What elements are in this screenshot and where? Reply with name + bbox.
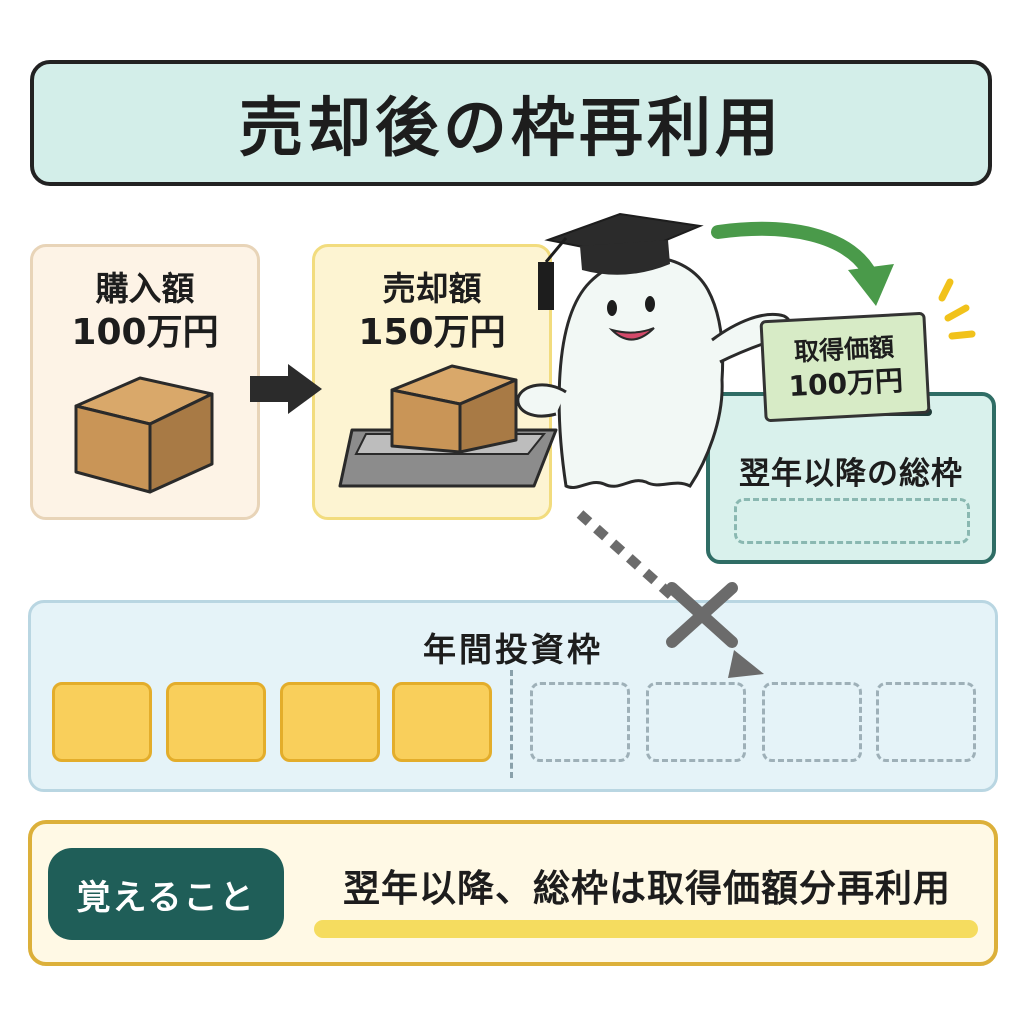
title-banner: 売却後の枠再利用 [30, 60, 992, 186]
page-title: 売却後の枠再利用 [239, 92, 783, 166]
illustration-layer [74, 212, 976, 600]
next-year-total-box [706, 392, 996, 564]
annual-slot-divider [510, 670, 513, 778]
annual-slot-used [52, 682, 152, 762]
dotted-arrow-head-icon [728, 650, 764, 678]
annual-slot-empty [762, 682, 862, 762]
memo-highlight [314, 920, 978, 938]
sale-amount: 150万円 [358, 312, 506, 353]
graduation-cap-icon [538, 212, 704, 310]
annual-slot-empty [876, 682, 976, 762]
purchase-label: 購入額 [95, 269, 195, 308]
acquisition-cost-ticket: 取得価額 100万円 [759, 311, 931, 423]
next-year-empty-slot [734, 498, 970, 544]
annual-slot-used [166, 682, 266, 762]
sale-label: 売却額 [382, 269, 482, 308]
cross-icon [666, 582, 738, 648]
curved-arrow-icon [711, 221, 894, 306]
annual-slot-empty [646, 682, 746, 762]
next-year-label: 翌年以降の総枠 [739, 456, 963, 492]
ticket-amount: 100万円 [787, 364, 904, 403]
annual-slot-used [392, 682, 492, 762]
annual-frame-label: 年間投資枠 [423, 630, 603, 669]
memo-badge-label: 覚えること [76, 877, 256, 918]
overlay-marks [666, 582, 764, 678]
sparkle-icon [938, 278, 976, 340]
purchase-box-icon [74, 376, 214, 494]
memo-badge: 覚えること [48, 848, 284, 940]
ghost-mascot-icon [516, 255, 792, 489]
memo-text: 翌年以降、総枠は取得価額分再利用 [343, 867, 951, 910]
arrow-right-icon [250, 364, 322, 414]
annual-slot-empty [530, 682, 630, 762]
tray-box-icon [338, 364, 558, 488]
annual-slot-used [280, 682, 380, 762]
purchase-amount: 100万円 [71, 312, 219, 353]
